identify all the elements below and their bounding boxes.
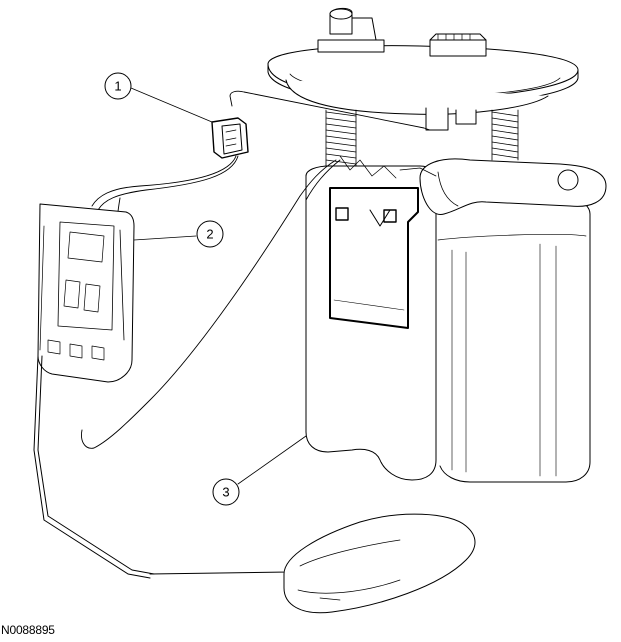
pump-flange [267,7,579,115]
leader-3 [237,435,307,485]
leader-1 [130,87,213,123]
fuel-level-sender [33,203,155,579]
callout-1-number: 1 [114,79,121,94]
leader-2 [133,235,197,241]
figure-id: N0088895 [1,623,55,637]
callout-1: 1 [104,72,132,100]
fuel-reservoir [305,158,607,483]
callout-3-number: 3 [222,485,229,500]
springs [325,107,519,173]
leader-lines [130,87,307,485]
callout-3: 3 [212,478,240,506]
callout-2-number: 2 [206,227,213,242]
fuel-float [149,513,476,614]
callout-2: 2 [196,220,224,248]
electrical-connector [211,117,249,159]
